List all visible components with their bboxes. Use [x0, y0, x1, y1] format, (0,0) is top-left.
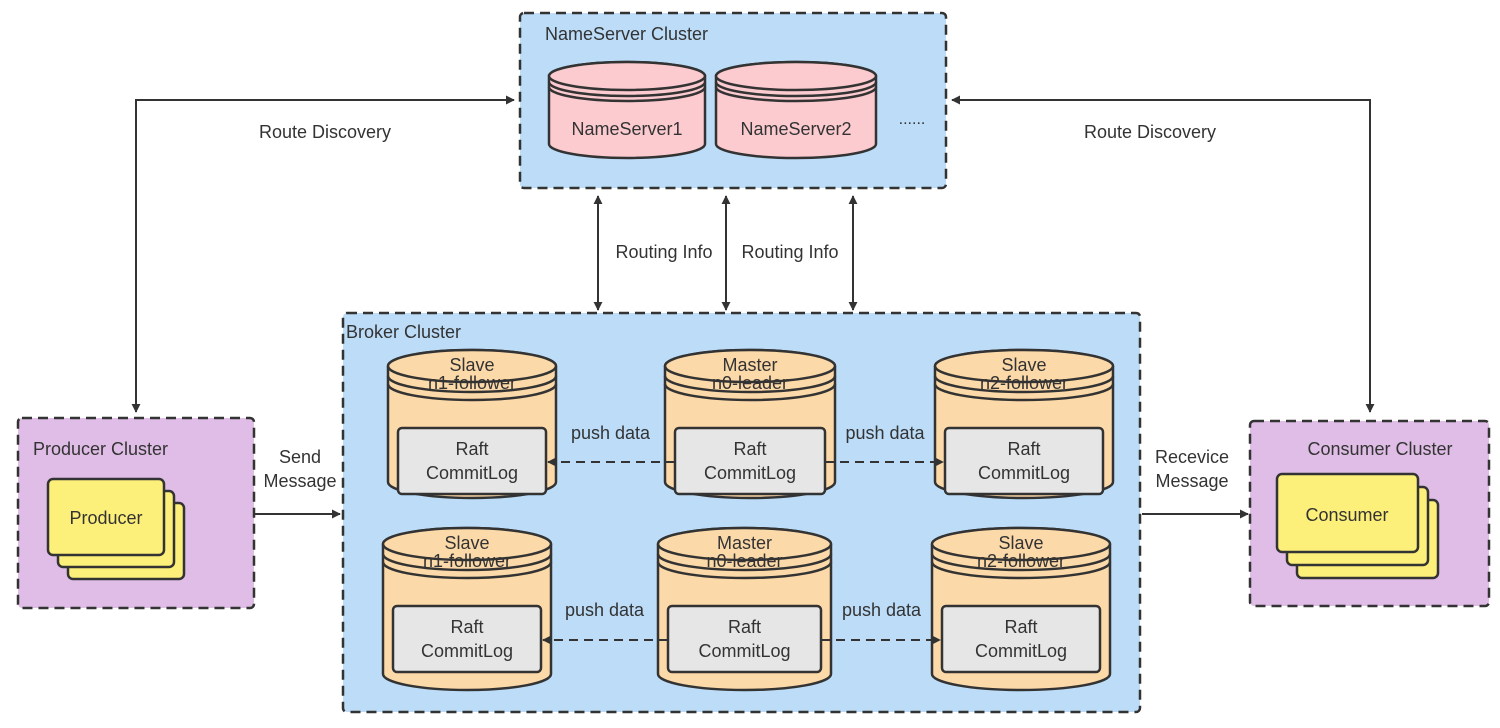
route-discovery-left-label: Route Discovery [259, 122, 391, 142]
push-data-label: push data [842, 600, 922, 620]
raft-label: Raft [455, 439, 488, 459]
broker-slave-role-label: Slave [449, 355, 494, 375]
producer-card [46, 477, 166, 557]
broker-cluster-title: Broker Cluster [346, 322, 461, 342]
receive-message-label: Message [1155, 471, 1228, 491]
nameserver-1-top [547, 60, 707, 92]
consumer-card [1275, 472, 1420, 554]
nameserver-2-band [714, 86, 878, 103]
broker-master-node-band [656, 553, 833, 572]
raft-label: Raft [1004, 617, 1037, 637]
broker-slave-node-band [930, 561, 1112, 580]
consumer-cluster-title: Consumer Cluster [1307, 439, 1452, 459]
broker-slave-role-label: Slave [444, 533, 489, 553]
nameserver-label: NameServer2 [740, 119, 851, 139]
commitlog-label: CommitLog [698, 641, 790, 661]
nameserver-1-band [547, 86, 707, 103]
broker-slave-role-label: Slave [1001, 355, 1046, 375]
broker-master-node-band [663, 383, 837, 402]
routing-info-label: Routing Info [615, 242, 712, 262]
broker-master-node-top [656, 526, 833, 562]
raft-commitlog-box [940, 604, 1102, 674]
broker-slave-id-label: n1-follower [428, 373, 516, 393]
consumer-card-label: Consumer [1305, 505, 1388, 525]
nameserver-2-top [714, 60, 878, 92]
producer-cluster-title: Producer Cluster [33, 439, 168, 459]
broker-slave-node-top [933, 348, 1115, 384]
raft-commitlog-box [396, 426, 548, 496]
route-discovery-left-arrow [131, 95, 515, 413]
broker-slave-node-band [930, 553, 1112, 572]
nameserver-ellipsis: ...... [899, 111, 926, 128]
route-discovery-right-arrow [951, 95, 1375, 413]
send-message-label: Send [279, 447, 321, 467]
broker-slave-node-top [386, 348, 558, 384]
nameserver-1-band [547, 81, 707, 98]
broker-slave-id-label: n2-follower [977, 551, 1065, 571]
send-message-label: Message [263, 471, 336, 491]
commitlog-label: CommitLog [421, 641, 513, 661]
push-data-label: push data [571, 423, 651, 443]
push-data-label: push data [565, 600, 645, 620]
nameserver-2 [714, 60, 878, 160]
nameserver-1 [547, 60, 707, 160]
routing-info-label: Routing Info [741, 242, 838, 262]
raft-label: Raft [728, 617, 761, 637]
nameserver-label: NameServer1 [571, 119, 682, 139]
broker-master-node-top [663, 348, 837, 384]
broker-slave-node-band [933, 375, 1115, 394]
nameserver-2-band [714, 81, 878, 98]
commitlog-label: CommitLog [704, 463, 796, 483]
broker-slave-node-band [386, 375, 558, 394]
broker-slave-node-top [930, 526, 1112, 562]
broker-slave-node-band [386, 383, 558, 402]
raft-label: Raft [733, 439, 766, 459]
broker-slave-id-label: n1-follower [423, 551, 511, 571]
raft-label: Raft [1007, 439, 1040, 459]
broker-slave-node-band [933, 383, 1115, 402]
broker-slave-role-label: Slave [998, 533, 1043, 553]
broker-master-role-label: Master [722, 355, 777, 375]
push-data-label: push data [845, 423, 925, 443]
route-discovery-right-label: Route Discovery [1084, 122, 1216, 142]
broker-slave-id-label: n2-follower [980, 373, 1068, 393]
broker-slave-node-band [381, 553, 553, 572]
broker-master-node-band [663, 375, 837, 394]
raft-commitlog-box [391, 604, 543, 674]
nameserver-cluster-title: NameServer Cluster [545, 24, 708, 44]
commitlog-label: CommitLog [975, 641, 1067, 661]
producer-card-label: Producer [69, 508, 142, 528]
receive-message-label: Recevice [1155, 447, 1229, 467]
broker-master-id-label: n0-leader [712, 373, 788, 393]
commitlog-label: CommitLog [426, 463, 518, 483]
broker-master-role-label: Master [717, 533, 772, 553]
raft-label: Raft [450, 617, 483, 637]
commitlog-label: CommitLog [978, 463, 1070, 483]
broker-master-node-band [656, 561, 833, 580]
broker-master-id-label: n0-leader [706, 551, 782, 571]
broker-slave-node-top [381, 526, 553, 562]
broker-slave-node-band [381, 561, 553, 580]
raft-commitlog-box [943, 426, 1105, 496]
